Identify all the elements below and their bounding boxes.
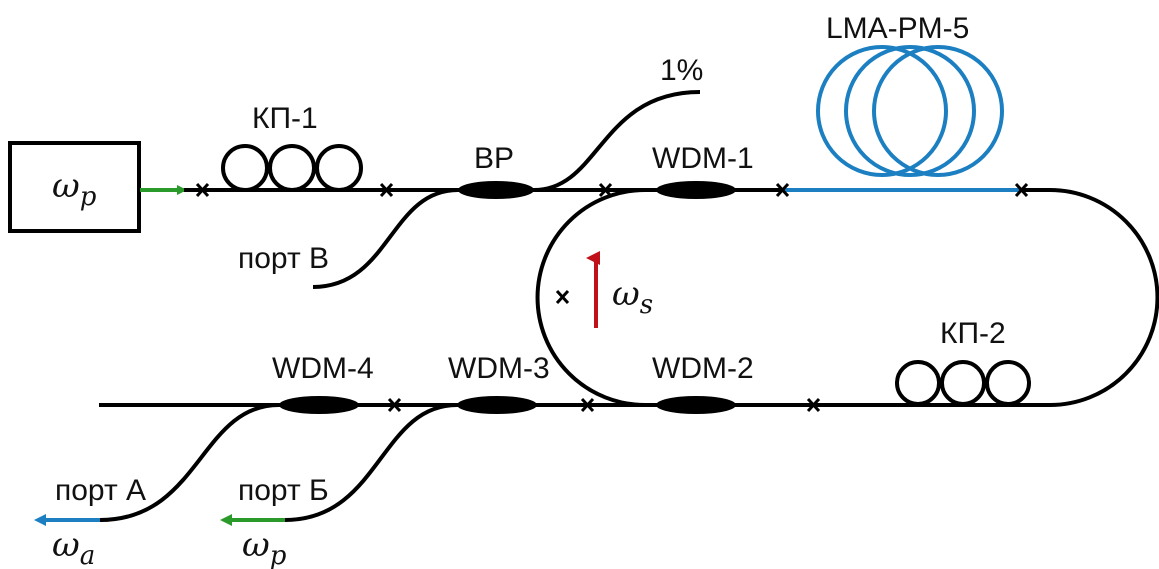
splice-mark xyxy=(775,182,790,198)
splice-marks xyxy=(195,182,1029,413)
pump-source-box xyxy=(8,141,141,233)
pump-label: ωp xyxy=(52,166,97,212)
omega-s-label: ωs xyxy=(612,274,653,320)
port-a-branch xyxy=(99,403,280,522)
omega-p-out-label: ωp xyxy=(242,525,287,569)
wdm4-coupler xyxy=(279,396,359,414)
wdm1-label: WDM-1 xyxy=(652,142,754,175)
port-v-branch xyxy=(312,188,459,289)
port-a-label: порт А xyxy=(55,474,146,507)
kp2-coil xyxy=(895,360,1031,406)
wdm3-label: WDM-3 xyxy=(448,352,550,385)
kp1-label: КП-1 xyxy=(252,102,318,135)
bp-coupler xyxy=(458,181,534,199)
splice-mark xyxy=(598,182,613,198)
one-percent-branch xyxy=(533,90,701,192)
inner-loop xyxy=(535,188,670,407)
splice-mark xyxy=(387,397,402,413)
omega-a-label: ωa xyxy=(52,525,95,569)
splice-mark xyxy=(195,182,210,198)
one-percent-label: 1% xyxy=(660,54,703,87)
wdm2-coupler xyxy=(656,396,736,414)
lma-coil xyxy=(816,45,1004,177)
splice-mark xyxy=(1014,182,1029,198)
splice-mark xyxy=(555,289,570,305)
lma-label: LMA-PM-5 xyxy=(826,12,969,45)
wdm2-label: WDM-2 xyxy=(652,352,754,385)
kp2-label: КП-2 xyxy=(940,317,1006,350)
port-v-label: порт В xyxy=(238,242,329,275)
splice-mark xyxy=(806,397,821,413)
port-b-branch xyxy=(284,403,458,522)
wdm1-coupler xyxy=(656,181,736,199)
splice-mark xyxy=(580,397,595,413)
port-b-label: порт Б xyxy=(238,474,329,507)
splice-mark xyxy=(379,182,394,198)
wdm3-coupler xyxy=(457,396,537,414)
right-loop xyxy=(640,188,1159,407)
bp-label: BP xyxy=(474,142,514,175)
kp1-coil xyxy=(221,144,363,192)
wdm4-label: WDM-4 xyxy=(272,352,374,385)
